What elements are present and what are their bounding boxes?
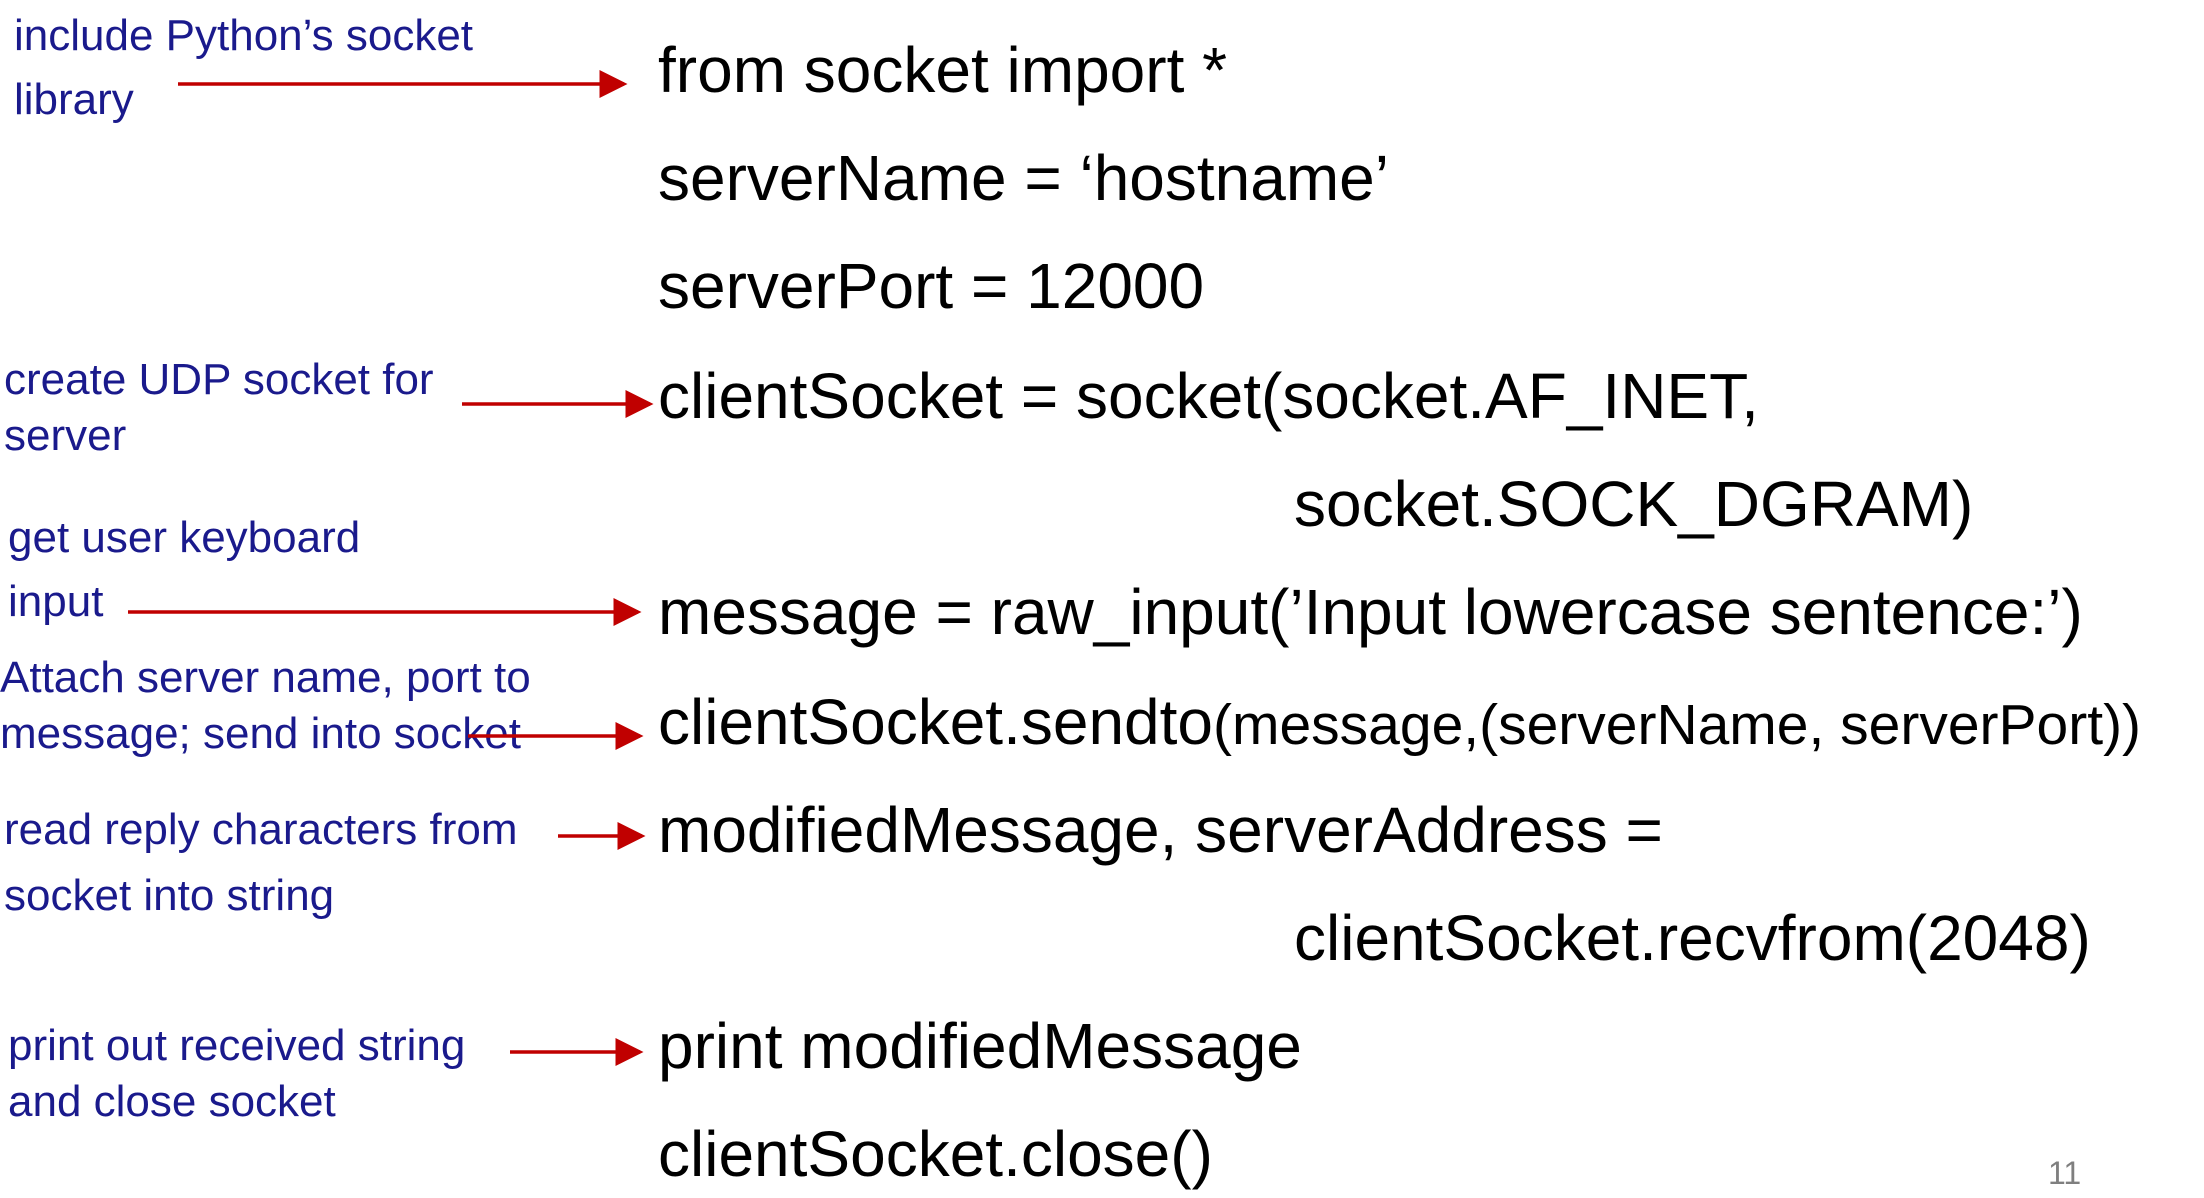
code-line-server-name: serverName = ‘hostname’ [658, 142, 1389, 214]
code-line-sock-dgram: socket.SOCK_DGRAM) [1294, 468, 1974, 540]
code-line-sendto: clientSocket.sendto(message,(serverName,… [658, 690, 2141, 754]
annotation-line: input [8, 577, 104, 626]
code-line-close: clientSocket.close() [658, 1118, 1213, 1190]
annotation-line: read reply characters from [4, 805, 518, 854]
annotation-line: library [14, 75, 134, 124]
annotation-line: server [4, 411, 127, 460]
code-line-modified-message: modifiedMessage, serverAddress = [658, 794, 1663, 866]
code-line-raw-input: message = raw_input(’Input lowercase sen… [658, 576, 2083, 648]
annotation-line: get user keyboard [8, 513, 361, 562]
code-sendto-call: clientSocket.sendto [658, 686, 1213, 758]
annotation-line: include Python’s socket [14, 11, 474, 60]
code-line-create-socket: clientSocket = socket(socket.AF_INET, [658, 360, 1759, 432]
annotation-line: message; send into socket [0, 709, 521, 758]
annotation-line: Attach server name, port to [0, 653, 531, 702]
annotation-line: create UDP socket for [4, 355, 434, 404]
code-line-print: print modifiedMessage [658, 1010, 1302, 1082]
annotation-line: print out received string [8, 1021, 466, 1070]
code-line-server-port: serverPort = 12000 [658, 250, 1205, 322]
annotation-line: socket into string [4, 871, 335, 920]
code-line-recvfrom: clientSocket.recvfrom(2048) [1294, 902, 2091, 974]
code-line-import: from socket import * [658, 34, 1228, 106]
code-sendto-args: (message,(serverName, serverPort)) [1213, 693, 2142, 757]
annotation-line: and close socket [8, 1077, 336, 1126]
slide-number: 11 [2048, 1155, 2082, 1191]
